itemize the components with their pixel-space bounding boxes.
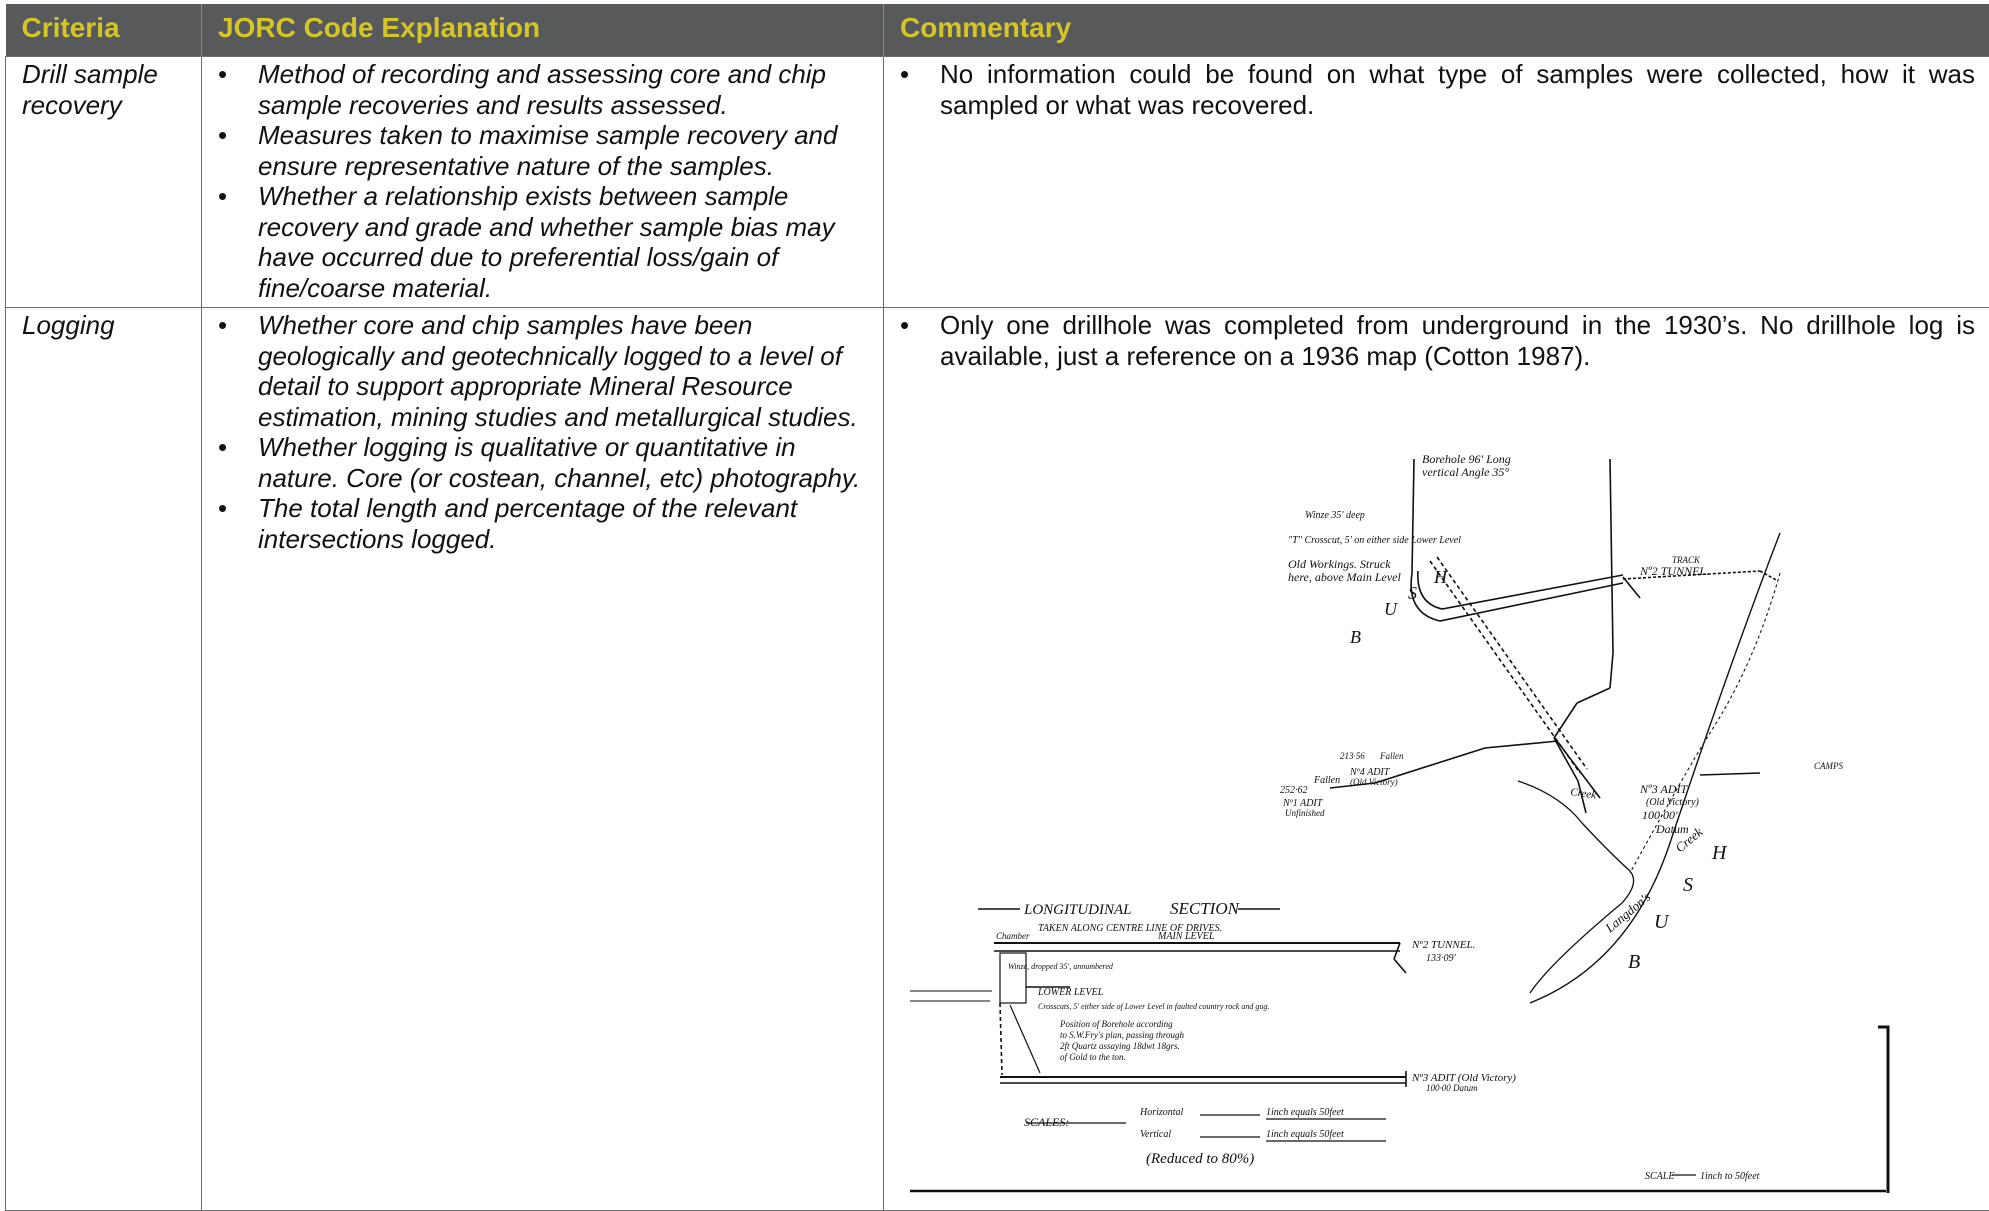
map-borehole-note-3: 2ft Quartz assaying 18dwt 18grs. <box>1060 1041 1180 1051</box>
map-vertical: Vertical <box>1140 1129 1171 1140</box>
map-fallen-2: Fallen <box>1313 775 1340 786</box>
criteria-cell: Drill sample recovery <box>6 57 202 308</box>
map-crosscut-plan: "T" Crosscut, 5' on either side Lower Le… <box>1288 535 1461 546</box>
map-longitudinal-title: LONGITUDINAL <box>1023 902 1132 918</box>
list-item: Whether logging is qualitative or quanti… <box>212 432 873 493</box>
list-item: Whether a relationship exists between sa… <box>212 181 873 303</box>
map-chamber: Chamber <box>996 931 1030 941</box>
table-row: Logging Whether core and chip samples ha… <box>6 308 1989 1211</box>
map-datum-value: 100·00' <box>1642 808 1678 822</box>
map-borehole-note-4: of Gold to the ton. <box>1060 1052 1126 1062</box>
map-no2-tunnel-rl: 133·09' <box>1426 953 1457 964</box>
commentary-cell: Only one drillhole was completed from un… <box>884 308 1989 1211</box>
map-old-workings-2: here, above Main Level <box>1288 570 1402 584</box>
header-commentary: Commentary <box>884 4 1989 57</box>
criteria-cell: Logging <box>6 308 202 1211</box>
table-row: Drill sample recovery Method of recordin… <box>6 57 1989 308</box>
commentary-cell: No information could be found on what ty… <box>884 57 1989 308</box>
map-bush-s1: S <box>1408 583 1417 603</box>
map-bush-s2: S <box>1683 874 1693 896</box>
map-section-title: SECTION <box>1170 899 1241 918</box>
map-bush-b2: B <box>1628 951 1640 973</box>
map-bush-h2: H <box>1711 842 1728 864</box>
explanation-cell: Method of recording and assessing core a… <box>202 57 884 308</box>
list-item: No information could be found on what ty… <box>894 59 1975 120</box>
map-no3-adit-plan: Nº3 ADIT <box>1639 782 1689 796</box>
map-crosscut-note: Crosscuts, 5' either side of Lower Level… <box>1038 1002 1269 1011</box>
list-item: Only one drillhole was completed from un… <box>894 310 1975 371</box>
map-winze-plan: Winze 35' deep <box>1305 510 1365 521</box>
explanation-list: Whether core and chip samples have been … <box>212 310 873 554</box>
list-item: Measures taken to maximise sample recove… <box>212 120 873 181</box>
map-borehole-angle: vertical Angle 35° <box>1422 465 1509 479</box>
explanation-cell: Whether core and chip samples have been … <box>202 308 884 1211</box>
list-item: The total length and percentage of the r… <box>212 493 873 554</box>
map-scales-label: SCALES: <box>1024 1115 1069 1129</box>
map-bush-u1: U <box>1384 599 1398 619</box>
map-camps: CAMPS <box>1814 761 1843 771</box>
map-plan-scale-value: 1inch to 50feet <box>1700 1171 1760 1182</box>
map-borehole-note-2: to S.W.Fry's plan, passing through <box>1060 1030 1185 1040</box>
map-winze-note: Winze, dropped 35', unnumbered <box>1008 962 1114 971</box>
map-no3-adit-old: (Old Victory) <box>1646 797 1700 808</box>
map-old-workings-1: Old Workings. Struck <box>1288 557 1391 571</box>
list-item: Whether core and chip samples have been … <box>212 310 873 432</box>
header-row: Criteria JORC Code Explanation Commentar… <box>6 4 1989 57</box>
map-main-level: MAIN LEVEL <box>1157 931 1215 942</box>
map-borehole-note: Borehole 96' Long <box>1422 452 1511 466</box>
map-no4-adit-note: (Old Victory) <box>1350 777 1398 787</box>
map-rl-252: 252·62 <box>1280 785 1308 796</box>
map-fallen-1: Fallen <box>1379 751 1404 761</box>
map-no2-tunnel: Nº2 TUNNEL. <box>1411 939 1475 951</box>
header-explanation: JORC Code Explanation <box>202 4 884 57</box>
map-horizontal-scale: 1inch equals 50feet <box>1266 1107 1344 1118</box>
header-criteria: Criteria <box>6 4 202 57</box>
map-plan-scale-label: SCALE <box>1645 1171 1674 1182</box>
map-bush-u2: U <box>1654 911 1670 933</box>
map-no2-tunnel-plan: Nº2 TUNNEL. <box>1639 564 1709 578</box>
map-bush-h1: H <box>1433 567 1448 587</box>
list-item: Method of recording and assessing core a… <box>212 59 873 120</box>
jorc-table: Criteria JORC Code Explanation Commentar… <box>5 4 1989 1211</box>
map-no1-adit-note: Unfinished <box>1285 808 1325 818</box>
map-lower-level: LOWER LEVEL <box>1037 987 1104 998</box>
map-horizontal: Horizontal <box>1139 1107 1184 1118</box>
map-creek: Creek <box>1570 786 1598 802</box>
map-bush-b1: B <box>1350 627 1361 647</box>
map-rl-213: 213·56 <box>1340 751 1365 761</box>
jorc-table-page: Criteria JORC Code Explanation Commentar… <box>5 4 1989 1200</box>
commentary-list: No information could be found on what ty… <box>894 59 1975 120</box>
mine-plan-figure: Borehole 96' Long vertical Angle 35° Win… <box>910 403 1915 1203</box>
map-vertical-scale: 1inch equals 50feet <box>1266 1129 1344 1140</box>
commentary-list: Only one drillhole was completed from un… <box>894 310 1975 371</box>
explanation-list: Method of recording and assessing core a… <box>212 59 873 303</box>
map-reduced-note: (Reduced to 80%) <box>1146 1151 1254 1167</box>
map-borehole-note-1: Position of Borehole according <box>1059 1019 1173 1029</box>
map-no3-adit-datum: 100·00 Datum <box>1426 1083 1478 1093</box>
